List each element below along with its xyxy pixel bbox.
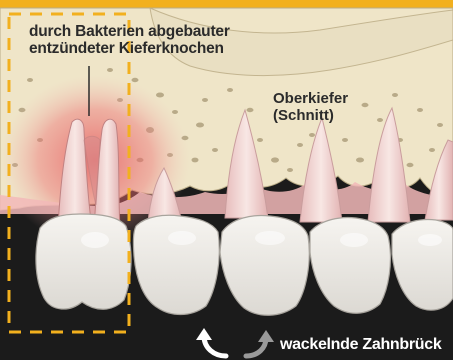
upper-jaw-label: Oberkiefer (Schnitt) bbox=[273, 91, 348, 125]
bacteria-label: durch Bakterien abgebauter entzündeter K… bbox=[29, 23, 230, 58]
upper-jaw-label-line1: Oberkiefer bbox=[273, 91, 348, 108]
upper-jaw-label-line2: (Schnitt) bbox=[273, 108, 348, 125]
wobbly-bridge-label: wackelnde Zahnbrück bbox=[280, 336, 441, 354]
bacteria-label-line2: entzündeter Kieferknochen bbox=[29, 40, 230, 57]
top-band bbox=[0, 0, 453, 8]
bacteria-label-line1: durch Bakterien abgebauter bbox=[29, 23, 230, 40]
crown-diseased bbox=[36, 214, 131, 309]
